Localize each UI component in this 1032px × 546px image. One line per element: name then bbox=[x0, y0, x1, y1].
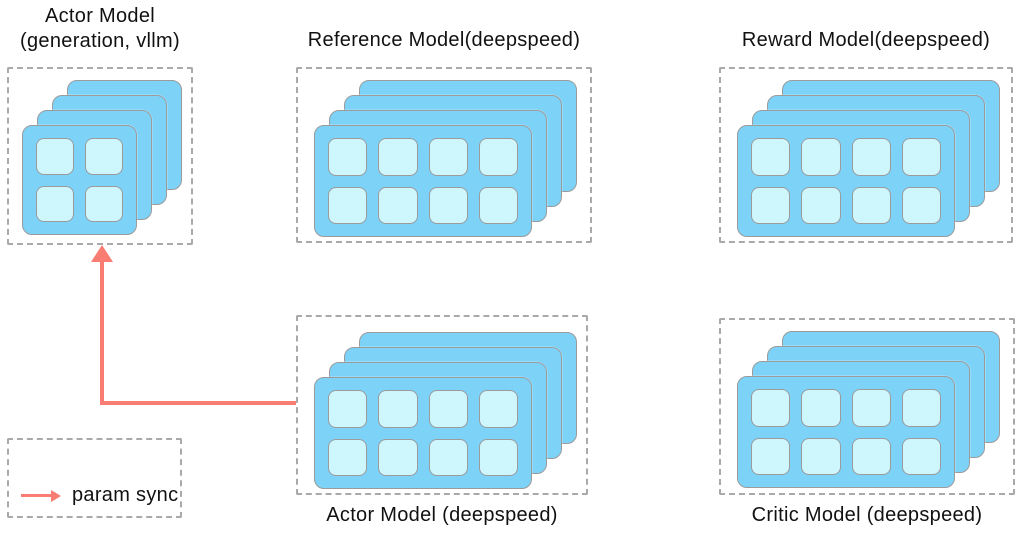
gpu-card-front bbox=[314, 125, 532, 237]
actor-vllm-box bbox=[7, 67, 193, 245]
gpu-cell bbox=[85, 138, 123, 175]
gpu-cell bbox=[36, 138, 74, 175]
gpu-cell bbox=[751, 389, 791, 427]
gpu-cell bbox=[751, 186, 791, 224]
legend-label: param sync bbox=[72, 484, 179, 506]
gpu-cell bbox=[428, 438, 468, 476]
gpu-cell bbox=[478, 438, 518, 476]
gpu-cell bbox=[36, 185, 74, 222]
actor-vllm-title-line1: Actor Model bbox=[44, 5, 155, 27]
param-sync-arrowhead-icon bbox=[91, 245, 113, 262]
reference-gpu-stack bbox=[298, 69, 590, 241]
gpu-cell bbox=[851, 437, 891, 475]
reward-box bbox=[719, 67, 1013, 243]
gpu-cell bbox=[851, 389, 891, 427]
legend-row: param sync bbox=[21, 484, 178, 507]
gpu-cell bbox=[801, 138, 841, 176]
gpu-cell bbox=[801, 389, 841, 427]
param-sync-arrow-icon bbox=[21, 494, 51, 497]
actor-vllm-title-line2: (generation, vllm) bbox=[20, 30, 180, 52]
gpu-cell bbox=[328, 138, 368, 176]
actor-deepspeed-title: Actor Model (deepspeed) bbox=[326, 504, 558, 526]
actor-vllm-gpu-stack bbox=[9, 69, 191, 243]
gpu-cell bbox=[901, 437, 941, 475]
gpu-cell bbox=[428, 390, 468, 428]
gpu-card-front bbox=[22, 125, 137, 235]
reference-box bbox=[296, 67, 592, 243]
gpu-cell bbox=[851, 186, 891, 224]
gpu-cell bbox=[801, 437, 841, 475]
gpu-cell bbox=[478, 390, 518, 428]
critic-title: Critic Model (deepspeed) bbox=[751, 504, 983, 526]
critic-box bbox=[719, 318, 1015, 495]
gpu-cell bbox=[901, 186, 941, 224]
gpu-cell bbox=[85, 185, 123, 222]
gpu-card-front bbox=[737, 376, 955, 488]
critic-gpu-stack bbox=[721, 320, 1013, 493]
gpu-cell bbox=[478, 186, 518, 224]
param-sync-arrow-vertical bbox=[100, 260, 104, 405]
gpu-cell bbox=[378, 186, 418, 224]
gpu-cell bbox=[378, 438, 418, 476]
actor-deepspeed-box bbox=[296, 315, 588, 495]
actor-deepspeed-gpu-stack bbox=[298, 317, 586, 493]
gpu-card-front bbox=[314, 377, 532, 489]
gpu-cell bbox=[901, 138, 941, 176]
actor-vllm-title: Actor Model (generation, vllm) bbox=[7, 4, 193, 54]
reference-title: Reference Model(deepspeed) bbox=[307, 29, 581, 51]
gpu-cell bbox=[851, 138, 891, 176]
reward-gpu-stack bbox=[721, 69, 1011, 241]
gpu-cell bbox=[478, 138, 518, 176]
gpu-cell bbox=[328, 390, 368, 428]
gpu-cell bbox=[428, 186, 468, 224]
legend-box: param sync bbox=[7, 438, 182, 518]
gpu-cell bbox=[378, 138, 418, 176]
gpu-cell bbox=[428, 138, 468, 176]
gpu-cell bbox=[751, 437, 791, 475]
gpu-cell bbox=[328, 438, 368, 476]
gpu-cell bbox=[901, 389, 941, 427]
gpu-cell bbox=[378, 390, 418, 428]
reward-title: Reward Model(deepspeed) bbox=[741, 29, 991, 51]
gpu-cell bbox=[328, 186, 368, 224]
gpu-cell bbox=[751, 138, 791, 176]
gpu-cell bbox=[801, 186, 841, 224]
gpu-card-front bbox=[737, 125, 955, 237]
param-sync-arrowhead-icon bbox=[51, 489, 61, 502]
param-sync-arrow-horizontal bbox=[100, 401, 296, 405]
